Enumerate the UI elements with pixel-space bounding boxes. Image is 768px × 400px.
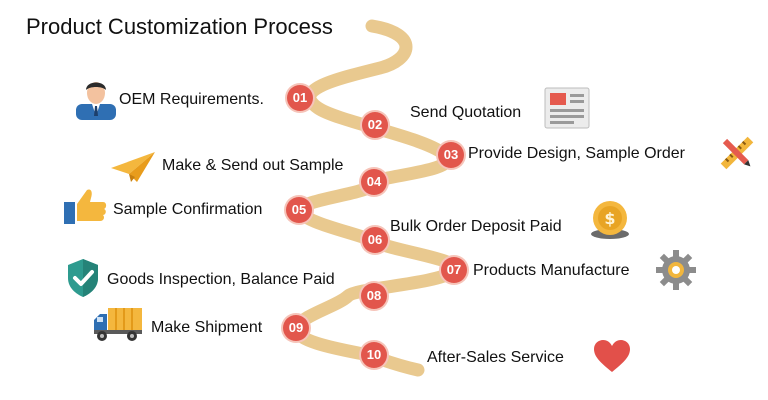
paper-plane-icon [111,152,155,182]
svg-text:$: $ [604,209,615,228]
step-badge-08: 08 [361,283,387,309]
step-label-10: After-Sales Service [427,349,564,366]
step-badge-02: 02 [362,112,388,138]
gear-icon [656,250,696,290]
step-label-07: Products Manufacture [473,262,630,279]
step-label-02: Send Quotation [410,104,522,121]
step-label-08: Goods Inspection, Balance Paid [107,271,335,288]
truck-icon [94,308,142,341]
step-label-04: Make & Send out Sample [162,157,344,174]
step-badge-06: 06 [362,227,388,253]
person-icon [76,82,116,120]
step-badge-09: 09 [283,315,309,341]
step-badge-10: 10 [361,342,387,368]
shield-check-icon [68,259,98,297]
newspaper-icon [544,87,590,129]
step-label-09: Make Shipment [151,319,263,336]
page-title: Product Customization Process [26,14,333,39]
step-badge-05: 05 [286,197,312,223]
heart-icon [594,340,630,372]
step-label-01: OEM Requirements. [119,91,264,108]
step-badge-07: 07 [441,257,467,283]
step-label-05: Sample Confirmation [113,201,263,218]
step-badge-01: 01 [287,85,313,111]
step-badge-03: 03 [438,142,464,168]
step-label-06: Bulk Order Deposit Paid [390,218,562,235]
thumbs-up-icon [64,189,107,224]
coin-icon: $ [591,201,629,239]
ruler-pencil-icon [720,136,754,170]
step-label-03: Provide Design, Sample Order [468,145,685,162]
step-badge-04: 04 [361,169,387,195]
